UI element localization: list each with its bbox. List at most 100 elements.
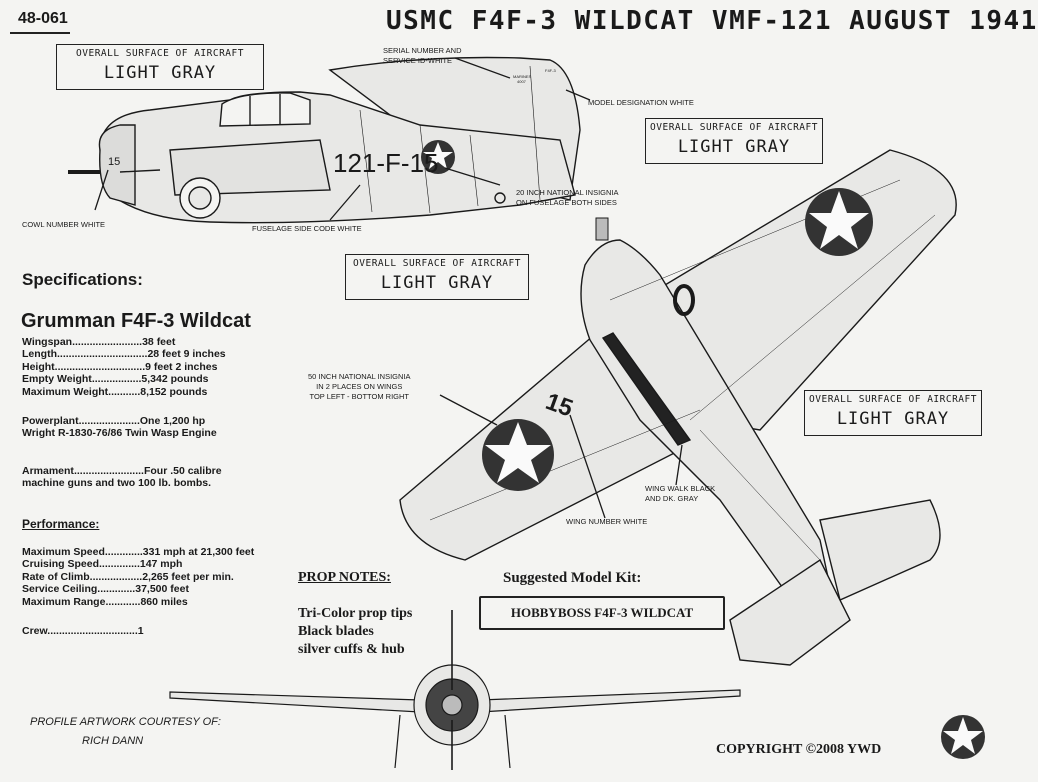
spec-value: 37,500 feet bbox=[135, 583, 189, 596]
spec-row: Empty Weight.................5,342 pound… bbox=[22, 373, 226, 385]
spec-dots: ..................... bbox=[78, 415, 140, 427]
spec-value: 38 feet bbox=[142, 336, 176, 348]
model-kit-name: HOBBYBOSS F4F-3 WILDCAT bbox=[479, 596, 725, 630]
leader-lines bbox=[94, 57, 683, 519]
surface-box-label: OVERALL SURFACE OF AIRCRAFT bbox=[809, 394, 977, 405]
side-profile-view bbox=[68, 56, 581, 224]
prop-note: silver cuffs & hub bbox=[298, 642, 405, 657]
spec-dots: ........................ bbox=[73, 465, 144, 477]
spec-dots: ............................... bbox=[47, 625, 138, 637]
surface-box-right: OVERALL SURFACE OF AIRCRAFT LIGHT GRAY bbox=[804, 390, 982, 436]
specs-powerplant: Powerplant.....................One 1,200… bbox=[22, 415, 217, 440]
top-view-cockpit bbox=[673, 284, 695, 316]
surface-box-top-wing: OVERALL SURFACE OF AIRCRAFT LIGHT GRAY bbox=[645, 118, 823, 164]
callout-line: SERVICE ID-WHITE bbox=[383, 56, 453, 65]
performance-heading: Performance: bbox=[22, 517, 100, 531]
specs-armament: Armament........................Four .50… bbox=[22, 465, 222, 490]
wing-insignia-left bbox=[482, 419, 554, 491]
top-view-spinner bbox=[595, 217, 609, 241]
callout-fuselage-code: FUSELAGE SIDE CODE WHITE bbox=[252, 224, 362, 233]
spec-dots: ............................... bbox=[54, 360, 146, 373]
spec-row: Maximum Range............860 miles bbox=[22, 596, 254, 608]
spec-value: 5,342 pounds bbox=[141, 373, 209, 386]
sheet-title: USMC F4F-3 WILDCAT VMF-121 AUGUST 1941 bbox=[386, 6, 1038, 36]
spec-value: 1 bbox=[137, 625, 144, 637]
code-underline bbox=[10, 32, 70, 34]
aircraft-drawings: 121-F-15 15 MARINES 4007 F4F-3 15 bbox=[68, 56, 985, 770]
spec-label: Armament bbox=[22, 465, 74, 477]
fuselage-code-marking: 121-F-15 bbox=[333, 148, 439, 178]
specs-aircraft-name: Grumman F4F-3 Wildcat bbox=[21, 310, 251, 332]
spec-row: Height...............................9 f… bbox=[22, 361, 226, 373]
spec-dots: ............................... bbox=[57, 348, 148, 361]
spec-row: Powerplant.....................One 1,200… bbox=[22, 415, 217, 427]
spec-dots: .............. bbox=[99, 558, 140, 571]
credits-artist: RICH DANN bbox=[82, 735, 144, 747]
spec-label: Maximum Weight bbox=[22, 385, 109, 398]
surface-box-color: LIGHT GRAY bbox=[836, 409, 950, 429]
specs-crew: Crew...............................1 bbox=[22, 625, 144, 637]
fuselage-insignia bbox=[421, 140, 455, 174]
spec-value: 147 mph bbox=[139, 558, 183, 571]
callout-wing-walk: WING WALK BLACK AND DK. GRAY bbox=[645, 484, 715, 504]
spec-value: 8,152 pounds bbox=[140, 385, 208, 398]
specs-heading: Specifications: bbox=[22, 270, 143, 289]
prop-notes-list: Tri-Color prop tips Black blades silver … bbox=[298, 605, 412, 659]
prop-note: Tri-Color prop tips bbox=[298, 606, 413, 621]
spec-dots: ............. bbox=[104, 546, 143, 558]
spec-label: Service Ceiling bbox=[22, 583, 98, 596]
spec-label: Cruising Speed bbox=[22, 558, 100, 571]
sheet-code: 48-061 bbox=[18, 10, 68, 27]
surface-box-color: LIGHT GRAY bbox=[103, 63, 217, 83]
callout-model-designation: MODEL DESIGNATION WHITE bbox=[588, 98, 694, 107]
spec-armament-detail: machine guns and two 100 lb. bombs. bbox=[22, 477, 212, 490]
specs-dimensions: Wingspan........................38 feet … bbox=[22, 336, 226, 398]
tail-serial-number: 4007 bbox=[517, 79, 527, 84]
spec-dots: ................. bbox=[91, 373, 142, 386]
tail-model-marking: F4F-3 bbox=[545, 68, 556, 73]
spec-label: Wingspan bbox=[22, 336, 73, 348]
callout-line: 20 INCH NATIONAL INSIGNIA bbox=[516, 188, 619, 197]
spec-row: Maximum Speed.............331 mph at 21,… bbox=[22, 546, 254, 558]
spec-label: Height bbox=[22, 360, 55, 373]
callout-50in-insignia: 50 INCH NATIONAL INSIGNIA IN 2 PLACES ON… bbox=[308, 372, 411, 402]
callout-line: AND DK. GRAY bbox=[645, 494, 699, 503]
surface-box-color: LIGHT GRAY bbox=[380, 273, 494, 293]
spec-dots: .................. bbox=[89, 570, 143, 583]
cowl-number-marking: 15 bbox=[108, 156, 120, 168]
spec-row: Cruising Speed..............147 mph bbox=[22, 558, 254, 570]
callout-line: TOP LEFT - BOTTOM RIGHT bbox=[309, 392, 409, 401]
specs-performance: Maximum Speed.............331 mph at 21,… bbox=[22, 546, 254, 608]
spec-dots: ........... bbox=[108, 385, 141, 398]
spec-value: 28 feet 9 inches bbox=[147, 348, 226, 361]
callout-serial-number: SERIAL NUMBER AND SERVICE ID-WHITE bbox=[383, 46, 462, 66]
front-view bbox=[169, 610, 741, 770]
prop-note: Black blades bbox=[298, 624, 374, 639]
tail-serial-marking: MARINES bbox=[513, 74, 532, 79]
callout-wing-number: WING NUMBER WHITE bbox=[566, 517, 648, 526]
surface-box-label: OVERALL SURFACE OF AIRCRAFT bbox=[650, 122, 818, 133]
surface-box-label: OVERALL SURFACE OF AIRCRAFT bbox=[353, 258, 521, 269]
spec-row: Wingspan........................38 feet bbox=[22, 336, 226, 348]
surface-box-center: OVERALL SURFACE OF AIRCRAFT LIGHT GRAY bbox=[345, 254, 529, 300]
wing-insignia-right bbox=[805, 188, 873, 256]
prop-notes-heading: PROP NOTES: bbox=[298, 570, 391, 585]
spec-label: Crew bbox=[22, 625, 48, 637]
callout-cowl-number: COWL NUMBER WHITE bbox=[22, 220, 106, 229]
spec-value: One 1,200 hp bbox=[139, 415, 206, 427]
callout-20in-insignia: 20 INCH NATIONAL INSIGNIA ON FUSELAGE BO… bbox=[516, 188, 619, 208]
spec-dots: ............. bbox=[97, 583, 136, 596]
spec-row: Service Ceiling.............37,500 feet bbox=[22, 583, 254, 595]
top-view bbox=[399, 149, 957, 666]
callout-line: SERIAL NUMBER AND bbox=[383, 46, 462, 55]
spec-value: 2,265 feet per min. bbox=[142, 570, 234, 583]
credits-line: PROFILE ARTWORK COURTESY OF: bbox=[30, 716, 221, 728]
spec-label: Length bbox=[22, 348, 57, 361]
callout-line: WING WALK BLACK bbox=[645, 484, 716, 493]
spec-label: Maximum Range bbox=[22, 595, 106, 608]
spec-engine: Wright R-1830-76/86 Twin Wasp Engine bbox=[22, 427, 217, 440]
surface-box-label: OVERALL SURFACE OF AIRCRAFT bbox=[76, 48, 244, 59]
corner-insignia bbox=[941, 715, 985, 759]
spec-label: Empty Weight bbox=[22, 373, 92, 386]
spec-dots: ............ bbox=[105, 595, 141, 608]
